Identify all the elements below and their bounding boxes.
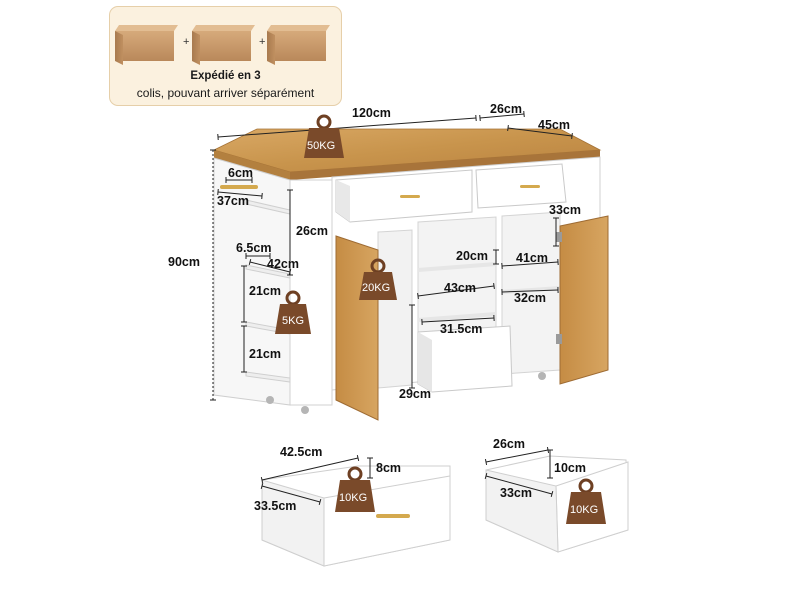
- dim-small-drawer-width: 26cm: [493, 437, 525, 451]
- dim-left-cabinet-bottom: 29cm: [399, 387, 431, 401]
- box-icon-2: [192, 25, 255, 65]
- dim-big-drawer-height: 8cm: [376, 461, 401, 475]
- shipping-info-box: + + Expédié en 3 colis, pouvant arriver …: [109, 6, 342, 106]
- dim-big-drawer-depth: 33.5cm: [254, 499, 296, 513]
- right-cabinet-door: [559, 215, 609, 385]
- weight-icon-side-shelf: 5KG: [275, 290, 311, 334]
- big-drawer-detail: 42.5cm 8cm 33.5cm 10KG: [254, 445, 451, 567]
- weight-icon-top: 50KG: [304, 114, 344, 158]
- drawer-handle: [520, 185, 540, 188]
- dim-side-shelf-h1: 21cm: [249, 284, 281, 298]
- dim-side-shelf-h2: 21cm: [249, 347, 281, 361]
- dim-right-cabinet-depth: 41cm: [516, 251, 548, 265]
- load-cabinet: 20KG: [362, 282, 390, 294]
- drawer-handle: [400, 195, 420, 198]
- load-big-drawer: 10KG: [339, 492, 367, 504]
- dim-side-height: 26cm: [296, 224, 328, 238]
- kitchen-island: [212, 128, 609, 421]
- dim-extension: 26cm: [490, 102, 522, 116]
- box-icon-3: [267, 25, 330, 65]
- load-top: 50KG: [307, 140, 335, 152]
- dim-towel-bar: 6cm: [228, 166, 253, 180]
- dim-small-drawer-height: 10cm: [554, 461, 586, 475]
- shipping-line-2: colis, pouvant arriver séparément: [136, 86, 315, 100]
- shipping-line-1: Expédié en 3: [190, 70, 261, 82]
- dim-right-cabinet-width: 32cm: [514, 291, 546, 305]
- drawer-handle: [376, 514, 410, 518]
- load-side-shelf: 5KG: [282, 315, 304, 327]
- dim-side-shelf-depth: 42cm: [267, 257, 299, 271]
- dim-small-drawer-depth: 33cm: [500, 486, 532, 500]
- dimension-lines: [210, 110, 573, 401]
- weight-icon-cabinet: 20KG: [359, 258, 397, 300]
- dim-side-shelf-inset: 6.5cm: [236, 241, 271, 255]
- package-boxes-icon: + +: [115, 25, 330, 65]
- plus-sign: +: [183, 36, 189, 48]
- plus-sign: +: [259, 36, 265, 48]
- dim-height: 90cm: [168, 255, 200, 269]
- dimension-labels: 120cm 26cm 45cm 90cm 6cm 37cm 26cm 6.5cm…: [168, 102, 581, 401]
- dim-width-top: 120cm: [352, 106, 391, 120]
- dim-left-cabinet-width: 43cm: [444, 281, 476, 295]
- dim-depth: 45cm: [538, 118, 570, 132]
- dim-trash-width: 31.5cm: [440, 322, 482, 336]
- small-drawer-detail: 26cm 10cm 33cm 10KG: [484, 437, 629, 553]
- box-icon-1: [115, 25, 178, 65]
- towel-bar: [220, 185, 258, 189]
- load-small-drawer: 10KG: [570, 504, 598, 516]
- dim-big-drawer-width: 42.5cm: [280, 445, 322, 459]
- dim-side-depth: 37cm: [217, 194, 249, 208]
- dim-right-cabinet-top: 33cm: [549, 203, 581, 217]
- caster-wheels: [266, 372, 546, 414]
- dim-left-cabinet-depth: 20cm: [456, 249, 488, 263]
